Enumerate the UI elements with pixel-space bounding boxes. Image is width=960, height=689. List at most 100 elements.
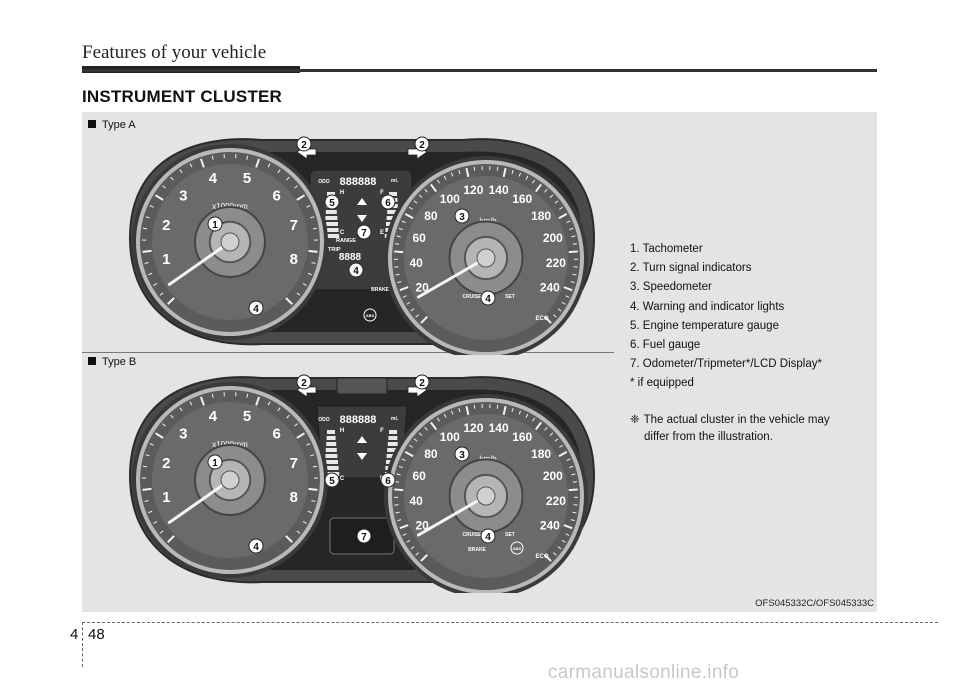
gauge-number: 3 xyxy=(179,425,187,442)
gauge-tick xyxy=(458,169,461,175)
gauge-tick xyxy=(473,404,476,409)
gauge-tick xyxy=(286,176,290,181)
legend-item: 3. Speedometer xyxy=(630,281,712,294)
legend-item: 1. Tachometer xyxy=(630,243,703,255)
gauge-tick xyxy=(302,283,307,286)
callout-marker xyxy=(207,216,223,232)
temp-gauge-bar xyxy=(326,436,336,440)
callout-number: 3 xyxy=(459,212,465,223)
gauge-tick xyxy=(307,510,312,514)
gauge-tick xyxy=(285,535,293,543)
temp-gauge-bar xyxy=(324,466,339,470)
callout-number: 5 xyxy=(329,198,335,209)
gauge-tick xyxy=(563,286,573,292)
gauge-tick xyxy=(544,189,548,193)
legend-item: 5. Engine temperature gauge xyxy=(630,319,779,332)
gauge-tick xyxy=(401,220,406,224)
abs-label: ABS xyxy=(366,313,375,318)
gauge-tick xyxy=(310,216,315,219)
bullet-square-icon xyxy=(88,120,96,128)
odo-label: ODO xyxy=(318,417,330,423)
gauge-number: 8 xyxy=(290,251,298,268)
gauge-tick xyxy=(285,297,293,305)
gauge-tick xyxy=(154,194,164,201)
callout-number: 4 xyxy=(485,532,491,543)
callout-number: 6 xyxy=(385,198,391,209)
gauge-tick xyxy=(572,243,577,245)
gauge-tick xyxy=(450,172,454,177)
temp-gauge-bar xyxy=(326,442,337,446)
legend-item: 4. Warning and indicator lights xyxy=(630,300,785,313)
gauge-tick xyxy=(415,552,419,556)
gauge-number: 240 xyxy=(540,281,560,295)
gauge-number: 60 xyxy=(412,469,426,483)
gauge-tick xyxy=(153,521,158,524)
gauge-tick xyxy=(557,308,562,312)
gauge-tick xyxy=(410,308,415,312)
gauge-tick xyxy=(554,200,559,204)
gauge-tick xyxy=(543,315,552,324)
gauge-tick xyxy=(511,407,514,413)
callout-marker xyxy=(324,472,340,488)
gauge-tick xyxy=(569,227,574,231)
gauge-tick xyxy=(167,297,175,305)
gauge-tick xyxy=(511,169,514,175)
header-title: Features of your vehicle xyxy=(82,42,267,63)
temp-gauge-bar xyxy=(325,448,337,452)
gauge-tick xyxy=(410,546,415,550)
fuel-gauge-bar xyxy=(389,430,397,434)
callout-number: 7 xyxy=(361,532,367,543)
temp-gauge-bar xyxy=(324,234,340,238)
gauge-tick xyxy=(420,315,429,324)
gauge-tick xyxy=(307,272,312,276)
gauge-tick xyxy=(308,487,318,491)
gauge-needle xyxy=(167,478,232,524)
gauge-tick xyxy=(395,481,400,483)
shift-up-icon xyxy=(357,436,367,443)
gauge-number: 7 xyxy=(290,217,298,234)
gauge-tick xyxy=(565,533,570,536)
shift-up-icon xyxy=(357,198,367,205)
abs-warning-icon xyxy=(363,308,377,322)
gauge-tick xyxy=(199,158,205,168)
gauge-needle-cap xyxy=(220,232,240,252)
gauge-tick xyxy=(572,481,577,483)
gauge-tick xyxy=(311,500,316,502)
gauge-tick xyxy=(443,175,447,180)
abs-warning-icon xyxy=(510,541,524,555)
gauge-tick xyxy=(424,427,428,431)
callout-number: 1 xyxy=(212,220,218,231)
cluster-type-a: ODO888888mi.HCFERANGETRIP888812345678x10… xyxy=(128,136,596,355)
fuel-gauge-bar xyxy=(387,442,398,446)
gauge-tick xyxy=(561,539,566,543)
legend-list: 1. Tachometer 2. Turn signal indicators … xyxy=(630,240,822,394)
gauge-tick xyxy=(394,488,404,492)
fuel-empty-label: E xyxy=(380,230,384,236)
type-a-label: Type A xyxy=(88,119,136,131)
gauge-needle xyxy=(416,494,488,537)
gauge-number: 40 xyxy=(409,256,423,270)
gauge-tick xyxy=(395,273,400,276)
callout-number: 2 xyxy=(419,140,425,151)
gauge-tick xyxy=(255,158,261,168)
callout-marker xyxy=(356,528,372,544)
trip-value: 8888 xyxy=(339,252,362,263)
gauge-number: 100 xyxy=(440,192,460,206)
callout-marker xyxy=(414,136,430,152)
gauge-tick xyxy=(525,175,529,180)
page-number: 48 xyxy=(88,626,105,643)
gauge-tick xyxy=(310,454,315,457)
legend-item: 6. Fuel gauge xyxy=(630,339,701,352)
gauge-tick xyxy=(571,473,576,476)
bullet-square-icon xyxy=(88,357,96,365)
gauge-tick xyxy=(544,427,548,431)
gauge-tick xyxy=(308,249,318,253)
callout-marker xyxy=(480,290,496,306)
gauge-tick xyxy=(561,301,566,305)
gauge-tick xyxy=(532,179,536,184)
gauge-tick xyxy=(143,227,148,230)
gauge-tick xyxy=(413,200,418,204)
callout-marker xyxy=(380,472,396,488)
temp-gauge-bar xyxy=(324,228,339,232)
gauge-tick xyxy=(502,405,507,416)
